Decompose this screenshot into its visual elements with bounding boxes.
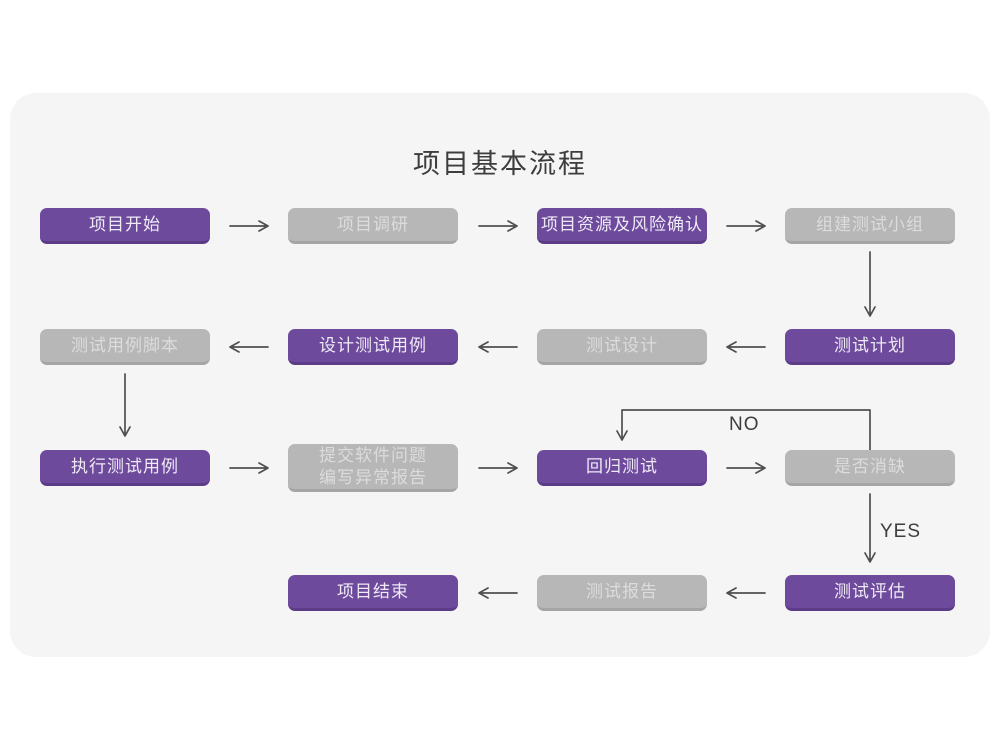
- flow-node-test-evaluate: 测试评估: [785, 575, 955, 611]
- diagram-title: 项目基本流程: [413, 149, 587, 179]
- node-label: 回归测试: [586, 456, 658, 476]
- node-label: 项目调研: [337, 214, 409, 234]
- flow-node-submit-issue-report: 提交软件问题 编写异常报告: [288, 444, 458, 492]
- node-label: 设计测试用例: [319, 335, 427, 355]
- flow-node-build-test-team: 组建测试小组: [785, 208, 955, 244]
- flow-node-design-test-case: 设计测试用例: [288, 329, 458, 365]
- arrow-left: [726, 587, 766, 599]
- no-edge-label: NO: [729, 414, 760, 435]
- node-label: 项目开始: [89, 214, 161, 234]
- node-label: 测试报告: [586, 581, 658, 601]
- flow-node-project-research: 项目调研: [288, 208, 458, 244]
- yes-edge-label: YES: [880, 521, 922, 542]
- arrow-down: [119, 373, 131, 437]
- arrow-left: [478, 341, 518, 353]
- arrow-left: [478, 587, 518, 599]
- node-label: 组建测试小组: [816, 214, 924, 234]
- arrow-left: [726, 341, 766, 353]
- node-label: 测试评估: [834, 581, 906, 601]
- node-label: 测试设计: [586, 335, 658, 355]
- flow-node-test-case-script: 测试用例脚本: [40, 329, 210, 365]
- arrow-down: [864, 493, 876, 563]
- node-label: 项目结束: [337, 581, 409, 601]
- node-label: 编写异常报告: [319, 467, 427, 487]
- flow-node-test-design: 测试设计: [537, 329, 707, 365]
- node-label: 提交软件问题: [319, 445, 427, 465]
- node-label: 是否消缺: [834, 456, 906, 476]
- arrow-right: [478, 462, 518, 474]
- flow-node-regression-test: 回归测试: [537, 450, 707, 486]
- arrow-right: [229, 462, 269, 474]
- flow-node-project-end: 项目结束: [288, 575, 458, 611]
- flow-node-test-report: 测试报告: [537, 575, 707, 611]
- arrow-no-loop: [616, 409, 871, 451]
- flow-node-execute-test-case: 执行测试用例: [40, 450, 210, 486]
- node-label: 测试计划: [834, 335, 906, 355]
- arrow-right: [726, 462, 766, 474]
- node-label: 执行测试用例: [71, 456, 179, 476]
- flowchart-card: [10, 93, 990, 657]
- flow-node-defect-resolved: 是否消缺: [785, 450, 955, 486]
- arrow-down: [864, 251, 876, 317]
- flow-node-project-start: 项目开始: [40, 208, 210, 244]
- arrow-left: [229, 341, 269, 353]
- flow-node-resource-risk-confirm: 项目资源及风险确认: [537, 208, 707, 244]
- arrow-right: [726, 220, 766, 232]
- arrow-right: [478, 220, 518, 232]
- flow-node-test-plan: 测试计划: [785, 329, 955, 365]
- node-label: 测试用例脚本: [71, 335, 179, 355]
- arrow-right: [229, 220, 269, 232]
- node-label: 项目资源及风险确认: [541, 214, 703, 234]
